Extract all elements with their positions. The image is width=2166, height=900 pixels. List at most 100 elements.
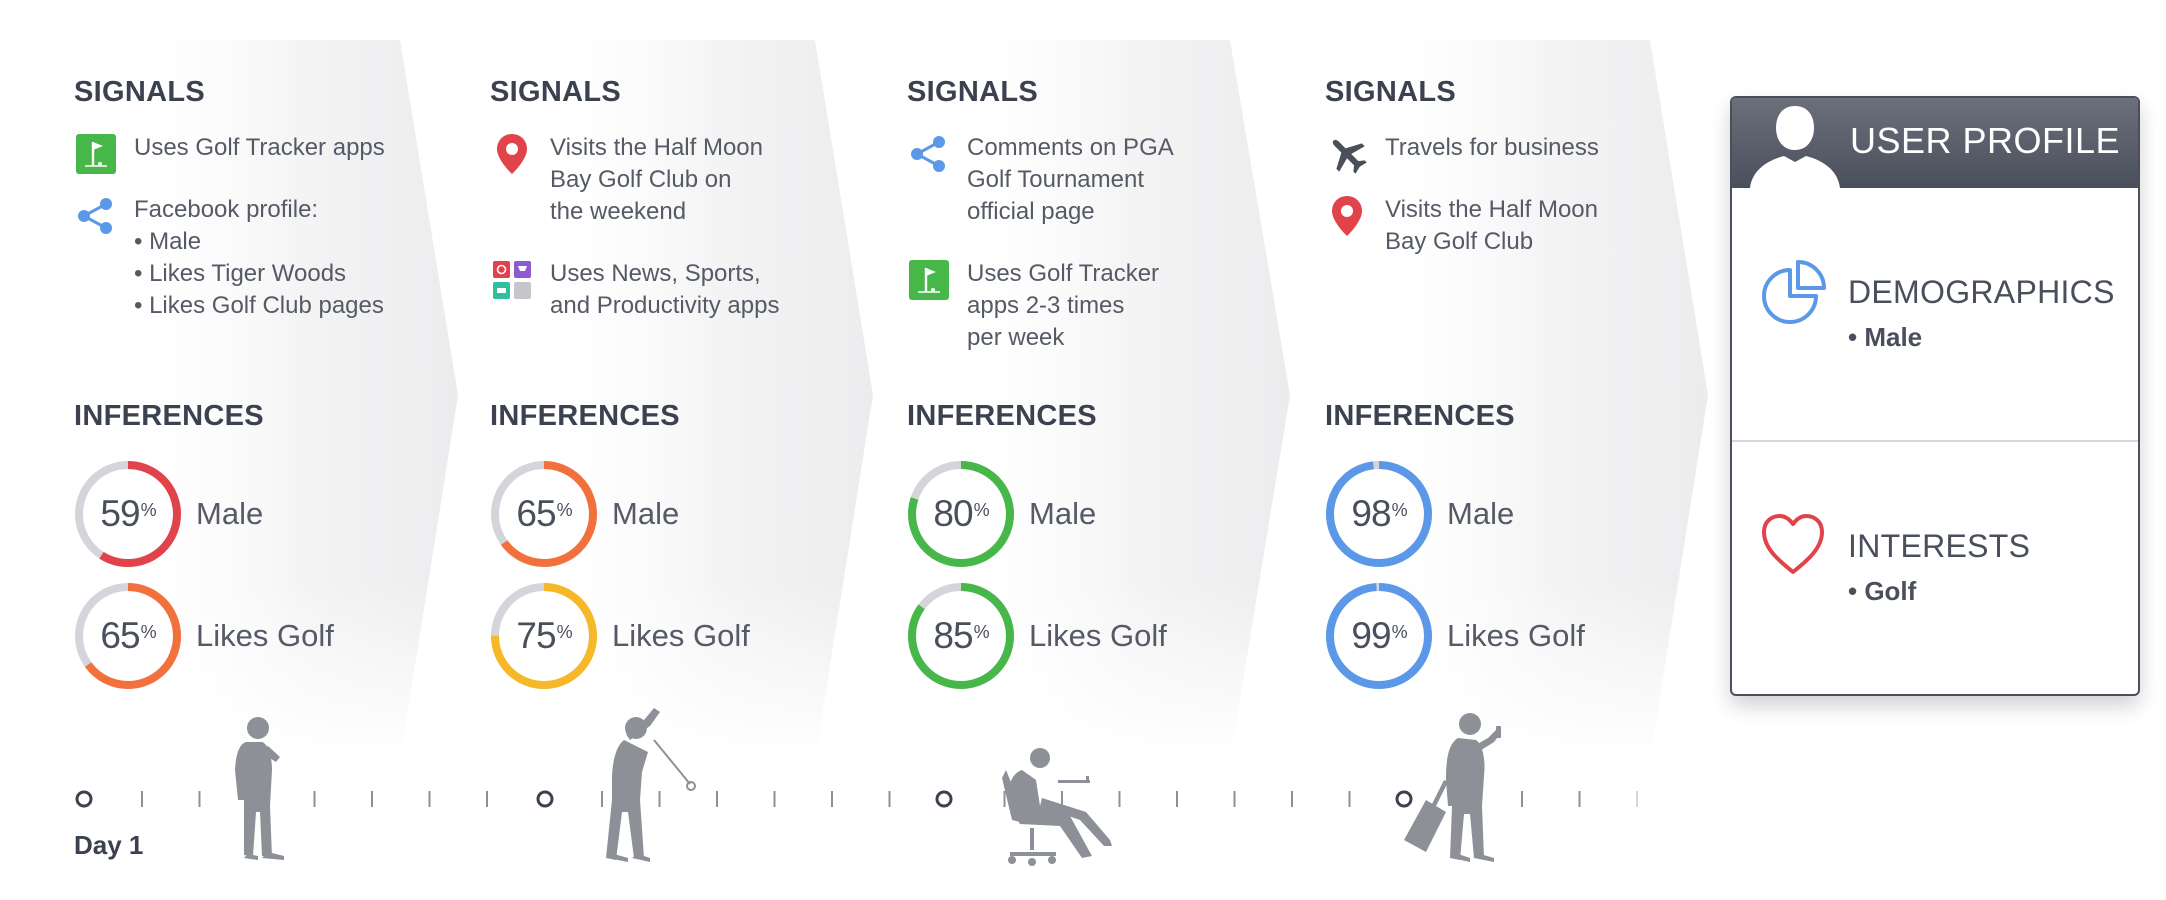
inference-label: Male [1029,496,1097,531]
ring-progress-arc [491,461,597,567]
bullet-item: Likes Golf Club pages [134,290,384,322]
user-profile-card: USER PROFILE DEMOGRAPHICS Male INTERESTS… [1730,96,2140,696]
airplane-icon [1332,139,1367,174]
inference-percent: 85% [933,615,989,656]
profile-title: USER PROFILE [1850,120,2121,161]
pie-chart-icon [1762,260,1826,324]
signals-heading: SIGNALS [1325,76,1456,108]
share-icon [78,198,112,234]
heart-icon [1762,514,1824,574]
inference-ring: 59% [74,460,182,568]
profile-divider [1732,440,2138,442]
signal-text: Travels for business [1385,134,1599,161]
inference-percent: 65% [100,615,156,656]
inference-item: 65% Likes Golf [74,582,334,690]
inference-label: Likes Golf [196,618,334,653]
ring-progress-arc [1326,461,1432,567]
golfer-silhouette [606,708,696,862]
inference-item: 75% Likes Golf [490,582,750,690]
timeline-milestone [1395,790,1413,808]
map-pin-icon [1332,196,1362,236]
inference-item: 85% Likes Golf [907,582,1167,690]
interests-section: INTERESTS Golf [1732,442,2138,694]
person-with-phone-silhouette [235,717,284,860]
app-grid-icon [493,261,531,299]
inference-label: Likes Golf [612,618,750,653]
timeline-milestones [75,790,1413,808]
inferences-heading: INFERENCES [907,400,1097,432]
signal-text: Uses News, Sports, and Productivity apps [550,260,780,319]
signal-item: Uses Golf Tracker apps 2-3 times per wee… [907,258,1159,354]
signal-item: Facebook profile: Male Likes Tiger Woods… [74,194,384,322]
signal-item: Visits the Half Moon Bay Golf Club on th… [490,132,763,228]
inference-item: 99% Likes Golf [1325,582,1585,690]
ring-progress-arc [75,583,181,689]
signal-text: Visits the Half Moon Bay Golf Club [1385,196,1598,255]
demographics-item: Male [1848,322,1922,353]
stage-1: SIGNALS Uses Golf Tracker apps Facebook … [74,0,474,700]
inference-ring: 80% [907,460,1015,568]
inference-label: Male [1447,496,1515,531]
demographics-section: DEMOGRAPHICS Male [1732,188,2138,440]
golf-flag-icon [909,260,949,300]
signal-bullets: Male Likes Tiger Woods Likes Golf Club p… [134,226,384,322]
signals-heading: SIGNALS [74,76,205,108]
inference-percent: 65% [516,493,572,534]
stage-2: SIGNALS Visits the Half Moon Bay Golf Cl… [490,0,890,700]
ring-progress-arc [908,461,1014,567]
timeline-milestone [935,790,953,808]
profile-header: USER PROFILE [1732,98,2138,188]
ring-progress-arc [491,583,597,689]
inference-percent: 80% [933,493,989,534]
inference-percent: 59% [100,493,156,534]
ring-progress-arc [75,461,181,567]
inference-item: 98% Male [1325,460,1514,568]
inference-percent: 98% [1351,493,1407,534]
ring-progress-arc [1326,583,1432,689]
signal-item: Uses News, Sports, and Productivity apps [490,258,779,322]
interests-item: Golf [1848,576,1916,607]
map-pin-icon [497,134,527,174]
signal-item: Uses Golf Tracker apps [74,132,385,176]
inference-percent: 75% [516,615,572,656]
demographics-title: DEMOGRAPHICS [1848,274,2115,310]
inference-ring: 65% [490,460,598,568]
inference-ring: 75% [490,582,598,690]
inference-label: Male [612,496,680,531]
signal-text: Comments on PGA Golf Tournament official… [967,134,1174,225]
inference-label: Likes Golf [1029,618,1167,653]
timeline-start-label: Day 1 [74,830,144,860]
signal-text: Facebook profile: [134,196,319,223]
signal-item: Travels for business [1325,132,1599,176]
inference-ring: 99% [1325,582,1433,690]
signal-text: Visits the Half Moon Bay Golf Club on th… [550,134,763,225]
stage-4: SIGNALS Travels for business Visits the … [1325,0,1725,700]
signal-item: Comments on PGA Golf Tournament official… [907,132,1174,228]
inferences-heading: INFERENCES [490,400,680,432]
bullet-item: Likes Tiger Woods [134,258,384,290]
signals-heading: SIGNALS [490,76,621,108]
inferences-heading: INFERENCES [1325,400,1515,432]
seated-businessman-silhouette [1002,748,1112,866]
golf-flag-icon [76,134,116,174]
bullet-item: Male [134,226,384,258]
inference-item: 80% Male [907,460,1096,568]
signal-text: Uses Golf Tracker apps [134,134,385,161]
share-icon [911,136,945,172]
inference-item: 65% Male [490,460,679,568]
inference-ring: 65% [74,582,182,690]
inference-label: Male [196,496,264,531]
inferences-heading: INFERENCES [74,400,264,432]
inference-label: Likes Golf [1447,618,1585,653]
ring-progress-arc [908,583,1014,689]
inference-percent: 99% [1351,615,1407,656]
signals-heading: SIGNALS [907,76,1038,108]
inference-item: 59% Male [74,460,263,568]
signal-item: Visits the Half Moon Bay Golf Club [1325,194,1598,258]
stage-3: SIGNALS Comments on PGA Golf Tournament … [907,0,1307,700]
user-avatar-icon [1750,106,1840,188]
inference-ring: 85% [907,582,1015,690]
inference-ring: 98% [1325,460,1433,568]
